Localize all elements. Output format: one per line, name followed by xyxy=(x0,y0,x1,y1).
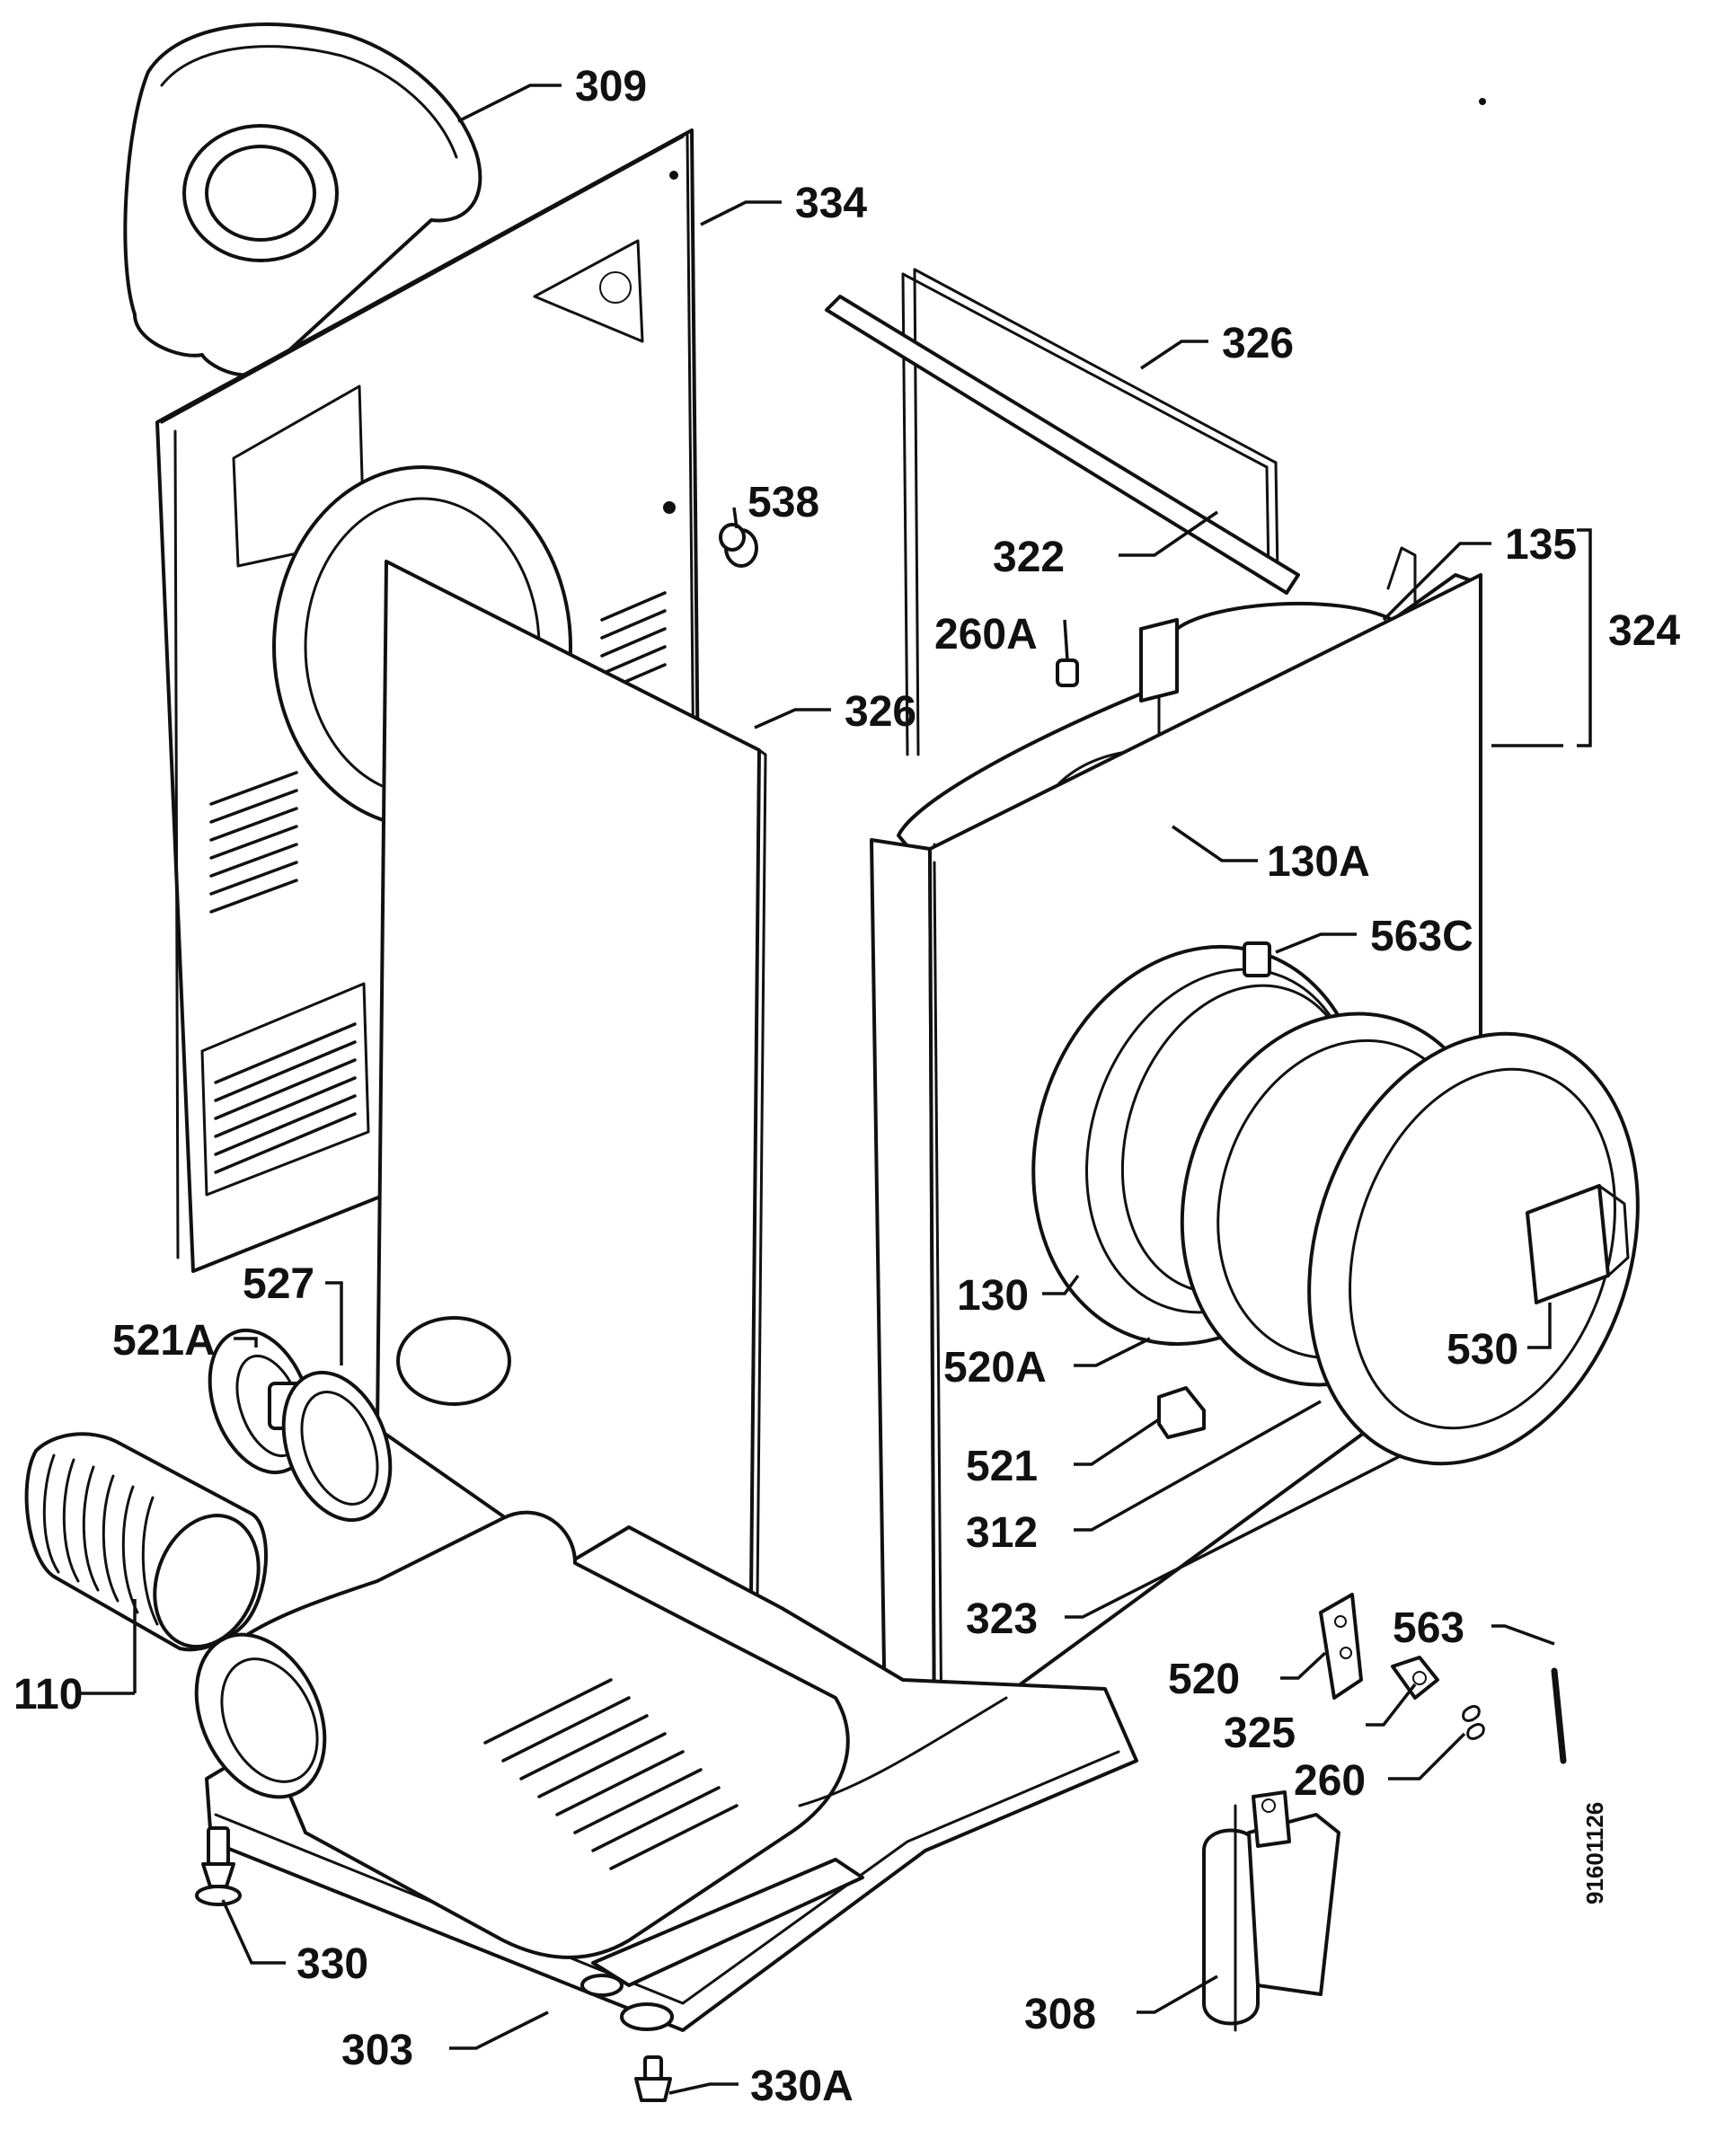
part-clip-563C xyxy=(1243,941,1271,977)
leader-lines xyxy=(81,84,1592,2095)
callout-527: 527 xyxy=(243,1260,314,1308)
callout-323: 323 xyxy=(966,1595,1038,1643)
part-fan-cover-309 xyxy=(123,22,482,377)
callout-520A: 520A xyxy=(943,1344,1047,1392)
callout-260: 260 xyxy=(1294,1757,1366,1805)
callout-325: 325 xyxy=(1224,1710,1296,1757)
stray-mark xyxy=(1479,98,1486,105)
callout-520: 520 xyxy=(1168,1656,1240,1703)
part-door-catch-521 xyxy=(1157,1386,1206,1439)
part-side-panel-left-326 xyxy=(376,560,767,1692)
part-lever-325 xyxy=(1391,1656,1439,1700)
callout-260A: 260A xyxy=(934,611,1038,658)
callout-334: 334 xyxy=(795,180,867,227)
callout-330A: 330A xyxy=(750,2063,854,2110)
rear-panel-vents-right xyxy=(600,591,667,694)
part-hinge-308 xyxy=(1202,1790,1340,2032)
callout-130A: 130A xyxy=(1267,838,1370,886)
callout-521A: 521A xyxy=(112,1317,216,1365)
part-pin-563 xyxy=(1551,1667,1567,1764)
callout-312: 312 xyxy=(966,1509,1038,1557)
part-spring-260 xyxy=(1462,1705,1485,1740)
part-door-530 xyxy=(1307,1031,1640,1466)
callout-labels: 309 334 326 538 322 135 324 260A 326 130… xyxy=(13,63,1680,2110)
callout-322: 322 xyxy=(993,534,1065,581)
callout-309: 309 xyxy=(575,63,647,110)
part-hinge-plate-520 xyxy=(1319,1593,1363,1700)
callout-521: 521 xyxy=(966,1443,1038,1490)
callout-326-middle: 326 xyxy=(845,688,916,736)
callout-326-top: 326 xyxy=(1222,320,1294,367)
part-grommet-538 xyxy=(719,523,758,568)
callout-130: 130 xyxy=(957,1272,1029,1320)
callout-330: 330 xyxy=(296,1940,368,1988)
callout-563C: 563C xyxy=(1370,913,1473,960)
callout-538: 538 xyxy=(748,479,819,526)
rear-panel-vents-bottom xyxy=(200,982,370,1197)
part-foot-330 xyxy=(195,1826,242,1906)
callout-303: 303 xyxy=(341,2027,413,2074)
callout-530: 530 xyxy=(1446,1326,1518,1374)
part-seal-strip-322 xyxy=(825,295,1300,595)
part-clip-260A xyxy=(1056,658,1079,687)
part-exhaust-hose-110 xyxy=(24,1432,268,1652)
callout-110: 110 xyxy=(13,1671,83,1719)
part-foot-330A xyxy=(634,2055,672,2102)
callout-563: 563 xyxy=(1393,1604,1464,1652)
part-adaptor-527 xyxy=(281,1370,393,1523)
callout-135: 135 xyxy=(1505,521,1577,569)
part-base-303 xyxy=(194,1510,1138,2032)
drawing-code: 91601126 xyxy=(1581,1802,1608,1904)
callout-324: 324 xyxy=(1608,607,1680,655)
rear-panel-vents-left xyxy=(209,771,298,914)
hose-ribs xyxy=(42,1454,159,1626)
base-vents xyxy=(483,1678,739,1870)
callout-308: 308 xyxy=(1024,1991,1096,2038)
